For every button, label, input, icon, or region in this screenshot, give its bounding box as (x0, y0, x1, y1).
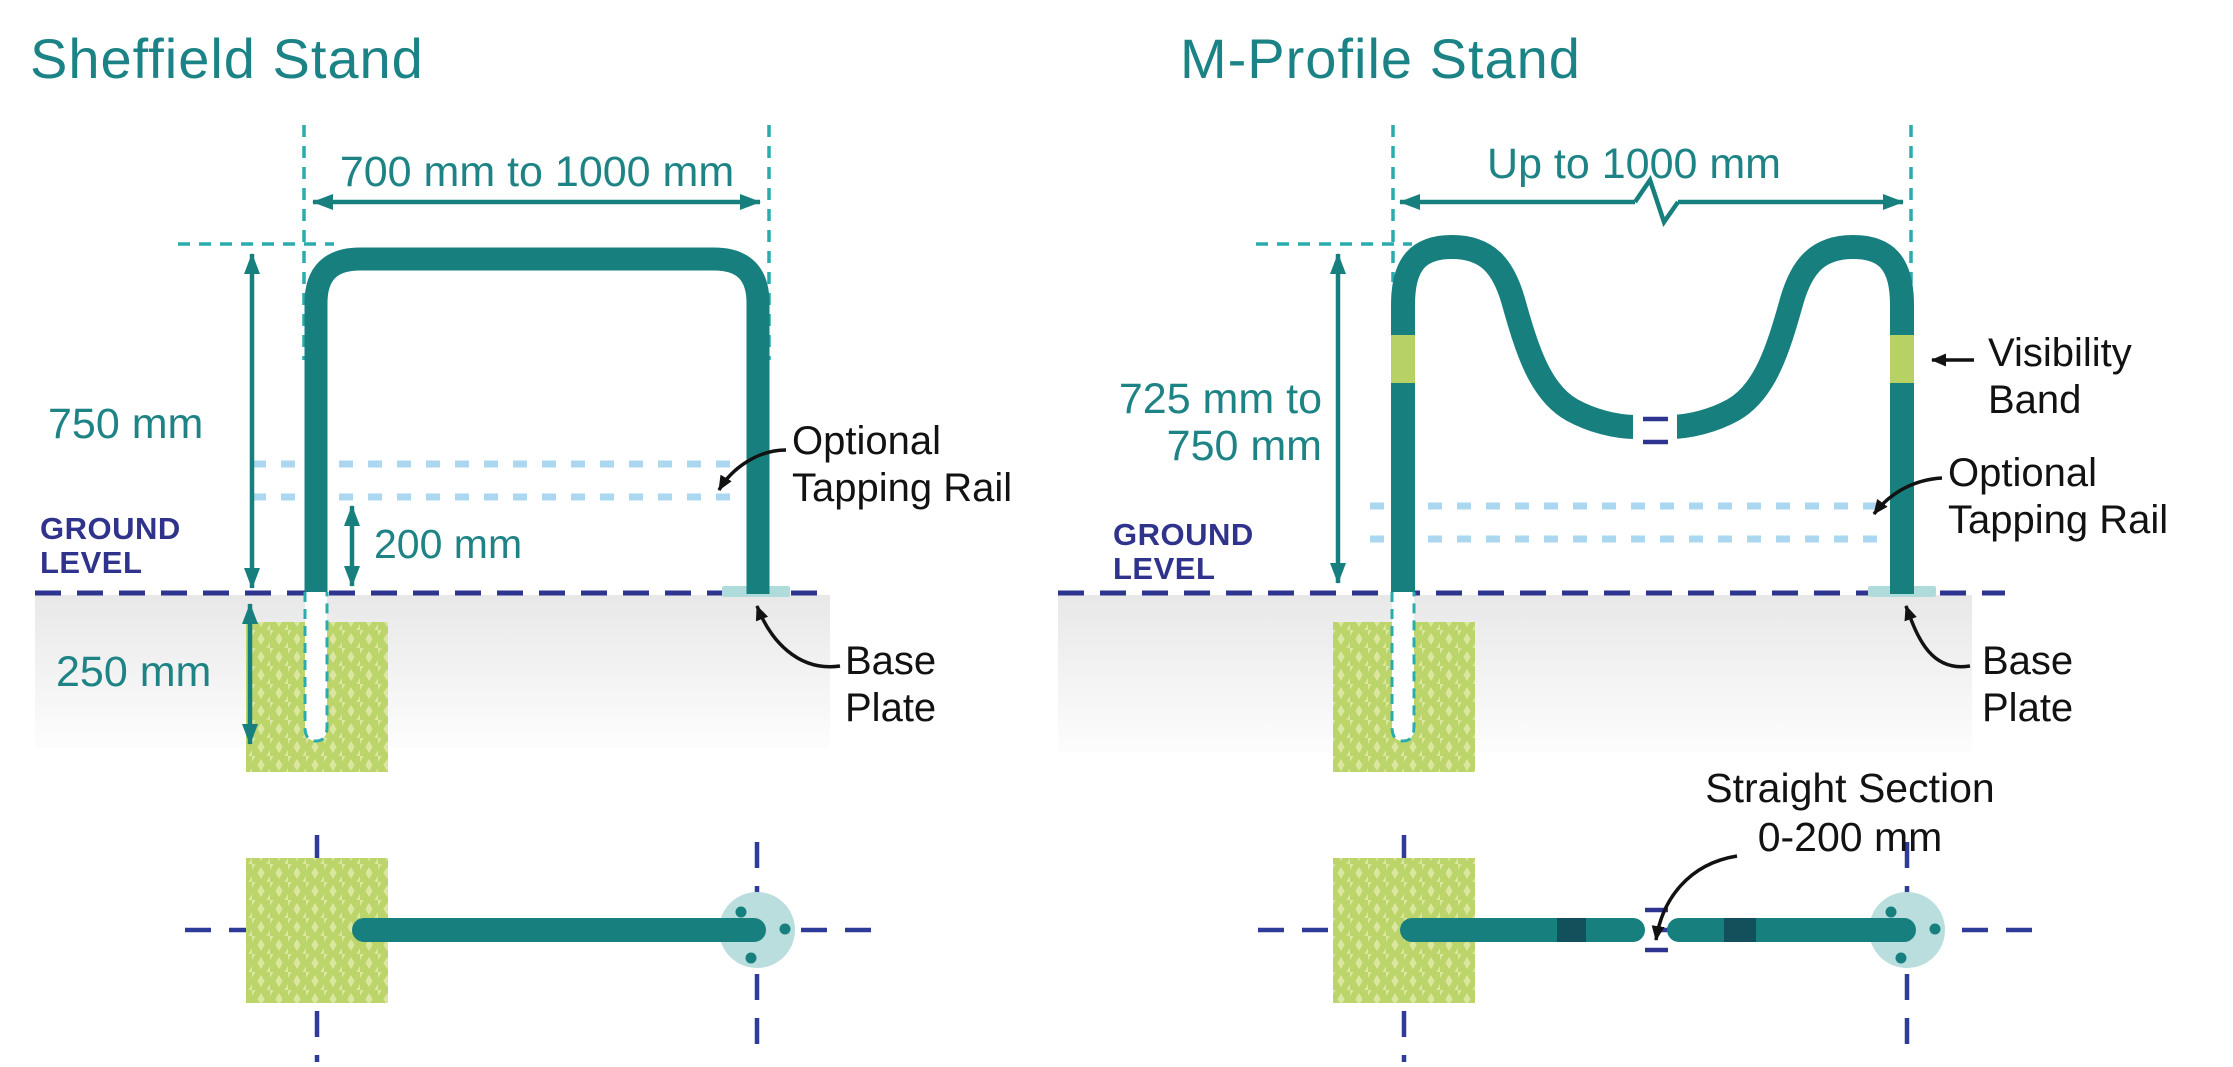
plan-visibility-band-right (1724, 918, 1756, 942)
m-profile-ground-level-label: GROUND LEVEL (1113, 517, 1254, 586)
visibility-bands (1391, 335, 1914, 383)
m-profile-gap-marks (1643, 416, 1668, 445)
sheffield-height-dimension: 750 mm (48, 400, 204, 448)
sheffield-tapping-rail-label: Optional Tapping Rail (792, 419, 1013, 510)
plan-centre-lines (185, 835, 2042, 1062)
m-profile-base-plate-label: Base Plate (1982, 639, 2074, 730)
dimension-arrows (242, 174, 1904, 745)
sheffield-width-dimension: 700 mm to 1000 mm (339, 148, 735, 196)
tapping-rail-lines (252, 460, 1892, 543)
m-profile-height-dimension: 725 mm to 750 mm (1118, 375, 1322, 470)
sheffield-base-plate-label: Base Plate (845, 639, 937, 730)
plan-visibility-band-left (1557, 918, 1586, 942)
plan-bar-m-profile (1400, 907, 1916, 953)
ground-section-m-profile (1058, 595, 1972, 753)
plan-bolt-holes (735, 906, 1941, 964)
sheffield-ground-level-label: GROUND LEVEL (40, 511, 181, 580)
straight-section-arrow (1651, 854, 1738, 941)
annotation-arrows (717, 353, 1974, 941)
m-profile-stand-tube (1391, 234, 1914, 594)
sheffield-foundation-depth-dimension: 250 mm (56, 648, 212, 696)
m-profile-tapping-rail-label: Optional Tapping Rail (1948, 451, 2169, 542)
tapping-rail-arrow-sheffield (717, 448, 787, 491)
ground-section-sheffield (35, 595, 830, 748)
m-profile-width-dimension: Up to 1000 mm (1487, 140, 1781, 188)
foundation-hole-sheffield (303, 592, 329, 743)
base-plate-arrow-sheffield (755, 605, 841, 669)
sheffield-title: Sheffield Stand (30, 27, 424, 90)
m-profile-title: M-Profile Stand (1180, 27, 1581, 90)
straight-section-label: Straight Section 0-200 mm (1705, 765, 1995, 860)
sheffield-tapping-height-dimension: 200 mm (374, 521, 523, 567)
tapping-rail-arrow-m-profile (1872, 476, 1943, 516)
width-arrow-m-break (1633, 174, 1680, 227)
visibility-band-label: Visibility Band (1988, 331, 2132, 422)
foundation-hole-m-profile (1390, 592, 1416, 743)
base-plate-arrow-m-profile (1904, 605, 1971, 669)
sheffield-stand-tube (304, 247, 770, 594)
